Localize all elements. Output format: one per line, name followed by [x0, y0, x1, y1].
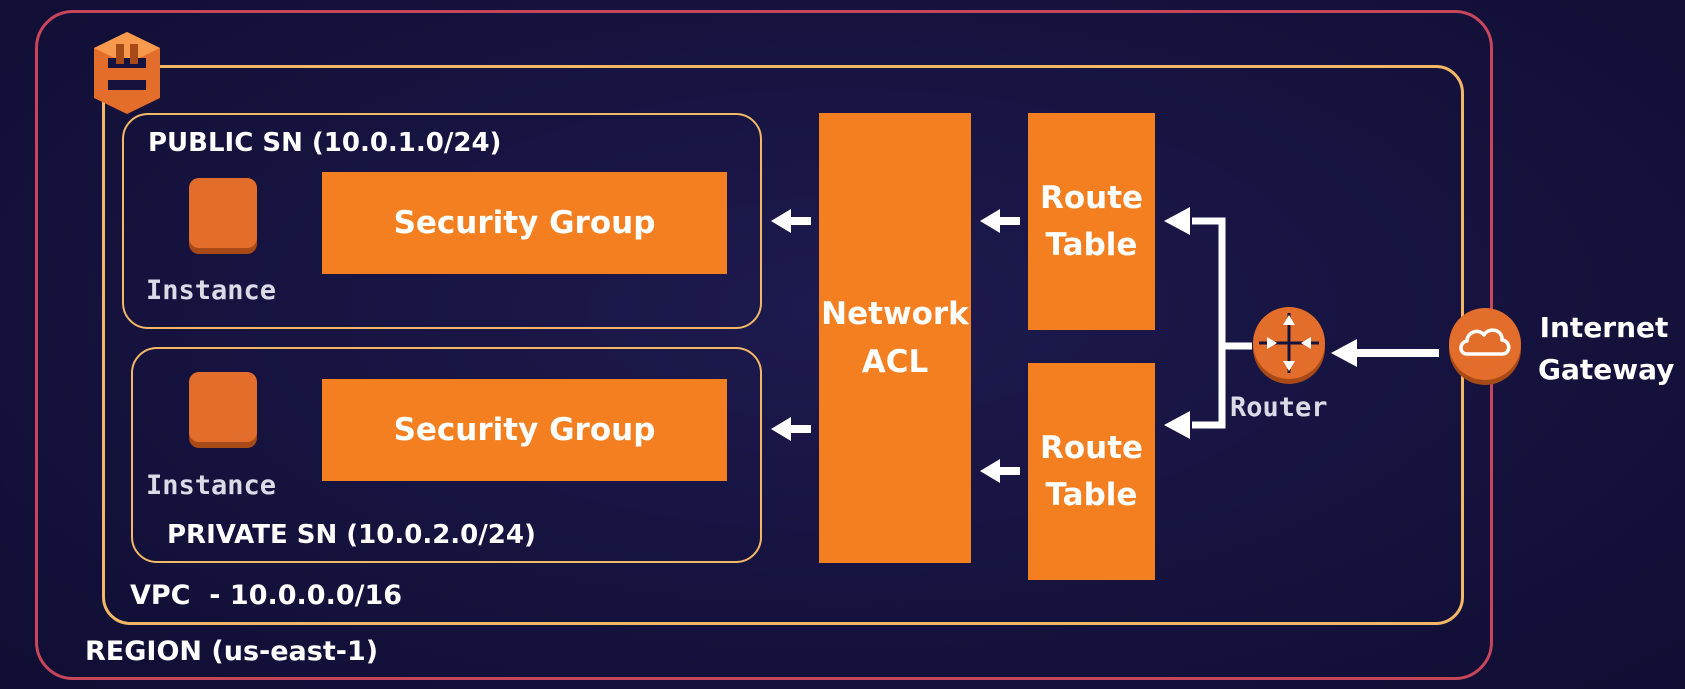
- arrow-rt-bottom-to-acl: [980, 457, 1020, 485]
- public-instance-icon: [189, 178, 257, 248]
- arrow-rt-top-to-acl: [980, 207, 1020, 235]
- internet-gateway-icon: [1449, 308, 1521, 380]
- internet-gateway-label-line2: Gateway: [1538, 353, 1675, 386]
- network-acl-label-line1: Network: [821, 296, 969, 332]
- private-instance-label: Instance: [146, 470, 277, 501]
- route-table-top: Route Table: [1028, 113, 1155, 330]
- route-table-bottom-label-line1: Route: [1039, 429, 1144, 466]
- router-icon: [1253, 307, 1325, 379]
- route-table-top-label-line1: Route: [1039, 179, 1144, 216]
- public-subnet-label: PUBLIC SN (10.0.1.0/24): [148, 128, 502, 158]
- public-subnet: [122, 113, 762, 329]
- private-subnet: [131, 347, 762, 563]
- private-subnet-label: PRIVATE SN (10.0.2.0/24): [167, 520, 536, 550]
- router-label: Router: [1230, 392, 1328, 423]
- internet-gateway-label: Internet Gateway: [1538, 307, 1675, 391]
- region-label: REGION (us-east-1): [85, 636, 379, 667]
- router-to-route-tables-connector: [1164, 203, 1264, 443]
- arrow-gateway-to-router: [1331, 338, 1439, 368]
- network-acl: Network ACL: [819, 113, 971, 563]
- route-table-bottom: Route Table: [1028, 363, 1155, 580]
- arrow-acl-to-private-sg: [771, 415, 811, 443]
- aws-vpc-logo-icon: [90, 30, 164, 116]
- route-table-bottom-label-line2: Table: [1045, 476, 1138, 513]
- public-security-group: Security Group: [322, 172, 727, 274]
- private-instance-icon: [189, 372, 257, 442]
- public-instance-label: Instance: [146, 275, 277, 306]
- internet-gateway-label-line1: Internet: [1539, 311, 1669, 344]
- network-acl-label-line2: ACL: [861, 344, 929, 380]
- vpc-label: VPC - 10.0.0.0/16: [130, 580, 403, 611]
- private-security-group: Security Group: [322, 379, 727, 481]
- route-table-top-label-line2: Table: [1045, 226, 1138, 263]
- private-security-group-label: Security Group: [393, 412, 656, 448]
- arrow-acl-to-public-sg: [771, 207, 811, 235]
- public-security-group-label: Security Group: [393, 205, 656, 241]
